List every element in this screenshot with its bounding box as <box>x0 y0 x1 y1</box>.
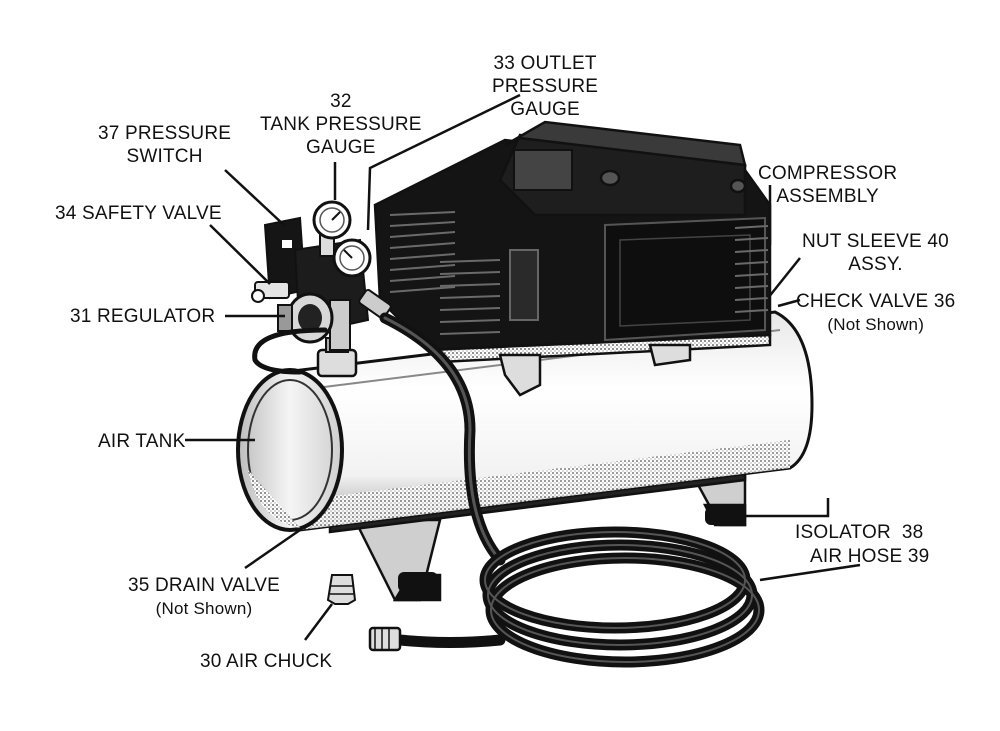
hose-end-fitting <box>368 626 402 652</box>
outlet-pressure-gauge-label: 33 OUTLET PRESSURE GAUGE <box>492 53 599 120</box>
air-tank-label: AIR TANK <box>98 431 186 452</box>
outlet-pressure-gauge <box>332 238 372 278</box>
cooling-fins <box>389 211 769 335</box>
safety-valve <box>251 281 290 303</box>
nut-sleeve-label: NUT SLEEVE 40 ASSY. <box>802 231 949 275</box>
drain-valve-label: 35 DRAIN VALVE (Not Shown) <box>128 575 281 618</box>
compressor-assembly-label: COMPRESSOR ASSEMBLY <box>758 163 898 207</box>
pressure-switch-label: 37 PRESSURE SWITCH <box>98 123 232 167</box>
air-chuck <box>326 574 357 605</box>
air-tank <box>236 310 814 532</box>
air-hose-label: AIR HOSE 39 <box>810 546 930 567</box>
isolator-label: ISOLATOR 38 <box>795 522 924 543</box>
leader-lines <box>185 93 861 641</box>
air-chuck-label: 30 AIR CHUCK <box>200 651 333 672</box>
safety-valve-label: 34 SAFETY VALVE <box>55 203 222 224</box>
air-hose <box>252 312 765 668</box>
check-valve-label: CHECK VALVE 36 (Not Shown) <box>796 291 956 334</box>
tank-pressure-gauge-label: 32 TANK PRESSURE GAUGE <box>260 91 422 158</box>
nut-sleeve-fitting <box>358 289 392 319</box>
regulator-label: 31 REGULATOR <box>70 306 216 327</box>
tank-pressure-gauge <box>312 200 352 240</box>
isolator-foot <box>398 507 745 592</box>
